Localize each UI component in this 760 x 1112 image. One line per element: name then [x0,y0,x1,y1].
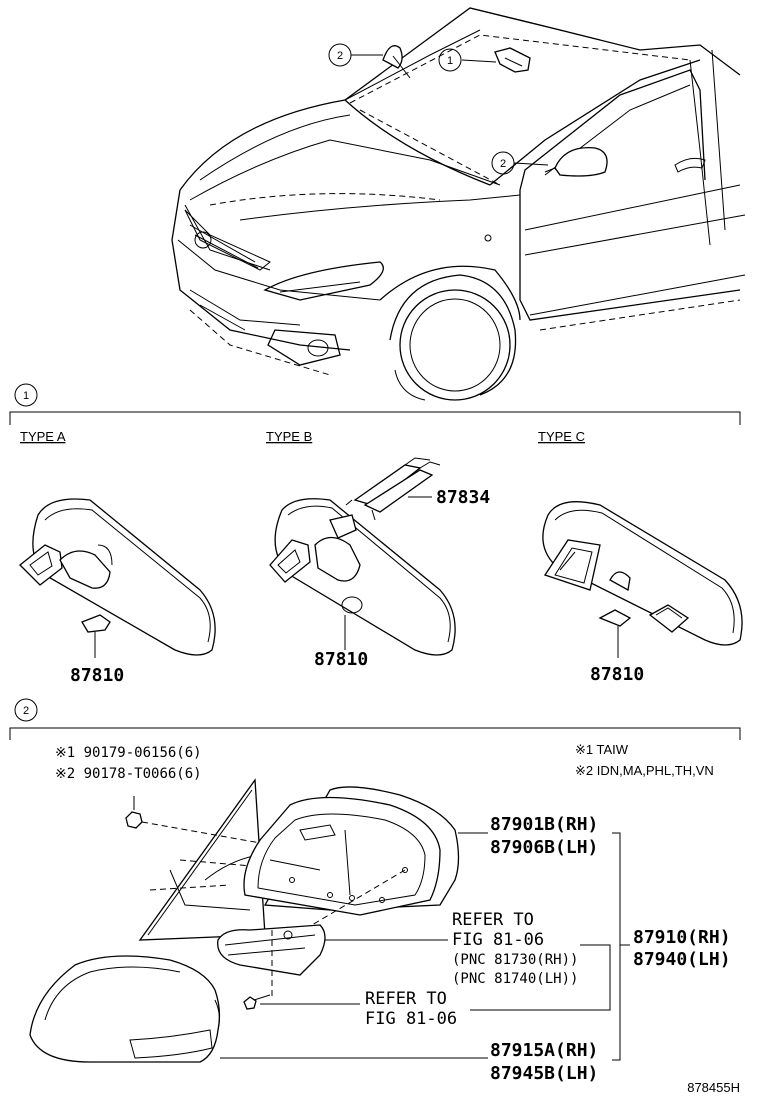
refer-pnc-lh: (PNC 81740(LH)) [452,971,578,987]
bolt-2-part[interactable]: ※2 90178-T0066(6) [55,766,202,782]
inner-mirror-type-c[interactable] [542,501,743,658]
section-1-header: 1 [9,383,741,425]
type-a-label: TYPE A [20,429,66,444]
refer-fig-1[interactable]: FIG 81-06 [452,930,544,950]
mirror-cover[interactable] [29,955,221,1063]
svg-text:1: 1 [447,55,453,67]
section-2-header: 2 [9,698,741,740]
inner-mirror-type-a[interactable] [19,498,216,658]
part-87810-type-c[interactable]: 87810 [590,664,644,685]
part-87940-lh[interactable]: 87940(LH) [633,949,731,970]
type-b-label: TYPE B [266,429,312,444]
part-87810-type-a[interactable]: 87810 [70,665,124,686]
note-1: ※1 TAIW [575,742,629,757]
note-2: ※2 IDN,MA,PHL,TH,VN [575,763,714,778]
part-87901b-rh[interactable]: 87901B(RH) [490,814,598,835]
type-c-label: TYPE C [538,429,585,444]
refer-to-1: REFER TO [452,910,534,930]
figure-id: 878455H [687,1080,740,1095]
svg-text:2: 2 [500,158,506,170]
part-87906b-lh[interactable]: 87906B(LH) [490,837,598,858]
assembly-bracket [470,832,630,1061]
inner-mirror-type-b[interactable] [269,457,456,656]
outer-mirror-housing[interactable] [243,786,460,916]
bolt-1-part[interactable]: ※1 90179-06156(6) [55,745,202,761]
svg-text:1: 1 [23,390,29,402]
part-87810-type-b[interactable]: 87810 [314,649,368,670]
nut[interactable] [125,796,143,829]
refer-to-2: REFER TO [365,989,447,1009]
callout-2-door[interactable]: 2 [491,151,515,175]
part-87945b-lh[interactable]: 87945B(LH) [490,1063,598,1084]
svg-text:2: 2 [337,50,343,62]
refer-pnc-rh: (PNC 81730(RH)) [452,952,578,968]
screw[interactable] [243,994,271,1010]
refer-fig-2[interactable]: FIG 81-06 [365,1009,457,1029]
turn-signal-lamp[interactable] [217,924,326,976]
car-illustration [171,7,746,401]
part-87915a-rh[interactable]: 87915A(RH) [490,1040,598,1061]
part-87834[interactable]: 87834 [436,487,490,508]
callout-2-top[interactable]: 2 [328,43,352,67]
callout-1-top[interactable]: 1 [438,48,462,72]
svg-text:2: 2 [23,705,29,717]
part-87910-rh[interactable]: 87910(RH) [633,927,731,948]
